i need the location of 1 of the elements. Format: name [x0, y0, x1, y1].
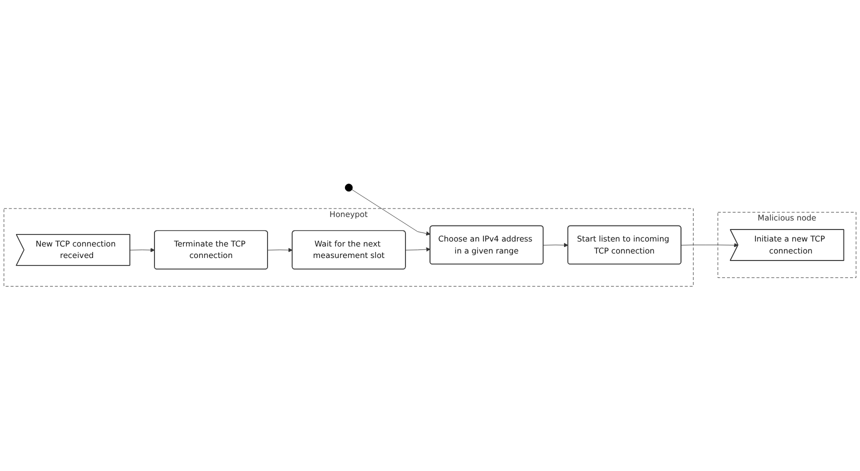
node-circle: [344, 184, 353, 192]
